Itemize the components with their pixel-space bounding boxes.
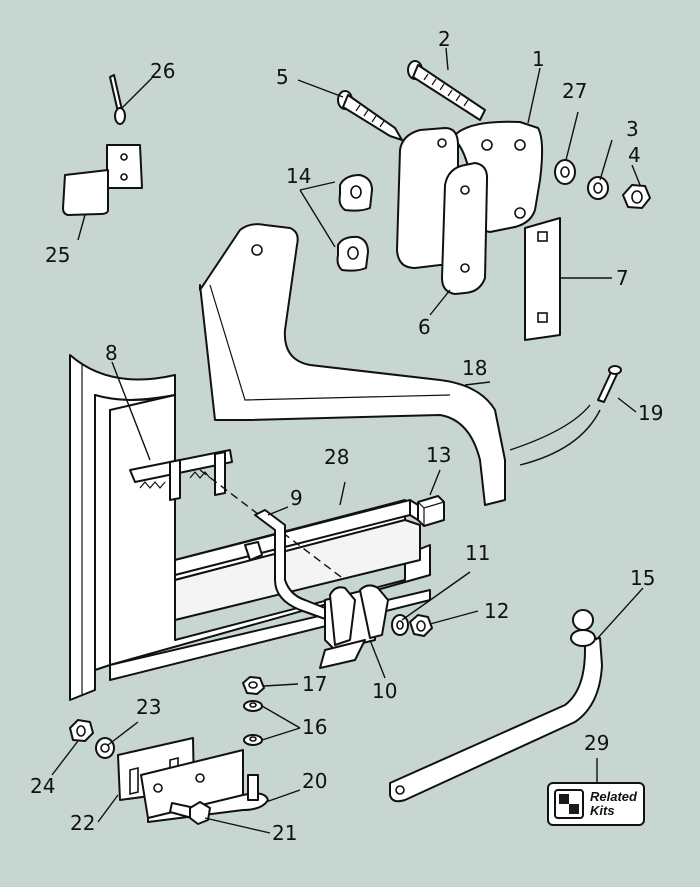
leader-curve bbox=[509, 404, 591, 451]
part-6-plate[interactable] bbox=[441, 162, 489, 295]
part-3-lock-washer[interactable] bbox=[587, 176, 609, 200]
part-25-tab[interactable] bbox=[62, 144, 143, 216]
part-17-nut[interactable] bbox=[242, 676, 265, 695]
related-kits-line1: Related bbox=[590, 789, 637, 804]
callout-22: 22 bbox=[70, 811, 95, 835]
part-13-block[interactable] bbox=[417, 495, 445, 527]
part-24-nut[interactable] bbox=[69, 719, 94, 742]
part-14-spacer[interactable] bbox=[338, 174, 373, 212]
part-12-nut[interactable] bbox=[409, 614, 433, 637]
related-kits-button[interactable]: Related Kits bbox=[547, 782, 645, 826]
callout-6: 6 bbox=[418, 315, 431, 339]
callout-13: 13 bbox=[426, 443, 451, 467]
part-18-l-bracket[interactable] bbox=[199, 223, 506, 506]
callout-20: 20 bbox=[302, 769, 327, 793]
callout-11: 11 bbox=[465, 541, 490, 565]
leader-lines bbox=[51, 47, 644, 834]
part-14-spacer[interactable] bbox=[336, 235, 369, 272]
part-11-washer[interactable] bbox=[391, 614, 409, 636]
part-26-rivet[interactable] bbox=[109, 74, 126, 125]
callout-8: 8 bbox=[105, 341, 118, 365]
callout-19: 19 bbox=[638, 401, 663, 425]
callout-12: 12 bbox=[484, 599, 509, 623]
callout-21: 21 bbox=[272, 821, 297, 845]
callout-2: 2 bbox=[438, 27, 451, 51]
checker-icon bbox=[554, 789, 584, 819]
related-kits-label: Related Kits bbox=[590, 790, 637, 818]
callout-18: 18 bbox=[462, 356, 487, 380]
callout-5: 5 bbox=[276, 65, 289, 89]
callout-29: 29 bbox=[584, 731, 609, 755]
part-2-screw[interactable] bbox=[407, 60, 486, 121]
callout-28: 28 bbox=[324, 445, 349, 469]
part-23-star-washer[interactable] bbox=[95, 737, 115, 759]
part-8-bracket[interactable] bbox=[129, 449, 233, 501]
callout-17: 17 bbox=[302, 672, 327, 696]
part-7-strip[interactable] bbox=[524, 217, 561, 341]
callout-16: 16 bbox=[302, 715, 327, 739]
leader-curve bbox=[519, 409, 601, 466]
callout-3: 3 bbox=[626, 117, 639, 141]
part-15-arm[interactable] bbox=[389, 609, 603, 803]
part-16-washer[interactable] bbox=[243, 700, 263, 712]
callout-9: 9 bbox=[290, 486, 303, 510]
callout-23: 23 bbox=[136, 695, 161, 719]
part-27-washer[interactable] bbox=[554, 159, 576, 185]
callout-7: 7 bbox=[616, 266, 629, 290]
callout-26: 26 bbox=[150, 59, 175, 83]
callout-10: 10 bbox=[372, 679, 397, 703]
part-4-nut[interactable] bbox=[622, 184, 651, 209]
callout-15: 15 bbox=[630, 566, 655, 590]
latch-clip bbox=[244, 541, 263, 561]
part-16-washer[interactable] bbox=[243, 734, 263, 746]
callout-24: 24 bbox=[30, 774, 55, 798]
spring-icon bbox=[139, 471, 211, 489]
part-21-bolt[interactable] bbox=[169, 801, 211, 825]
callout-labels: 1 2 3 4 5 6 7 8 9 10 11 12 13 14 15 16 1… bbox=[30, 27, 663, 845]
callout-4: 4 bbox=[628, 143, 641, 167]
part-10-hinge[interactable] bbox=[319, 584, 389, 669]
callout-25: 25 bbox=[45, 243, 70, 267]
related-kits-line2: Kits bbox=[590, 803, 615, 818]
part-5-screw[interactable] bbox=[337, 90, 403, 141]
callout-1: 1 bbox=[532, 47, 545, 71]
callout-27: 27 bbox=[562, 79, 587, 103]
part-19-screw[interactable] bbox=[597, 365, 622, 403]
callout-14: 14 bbox=[286, 164, 311, 188]
